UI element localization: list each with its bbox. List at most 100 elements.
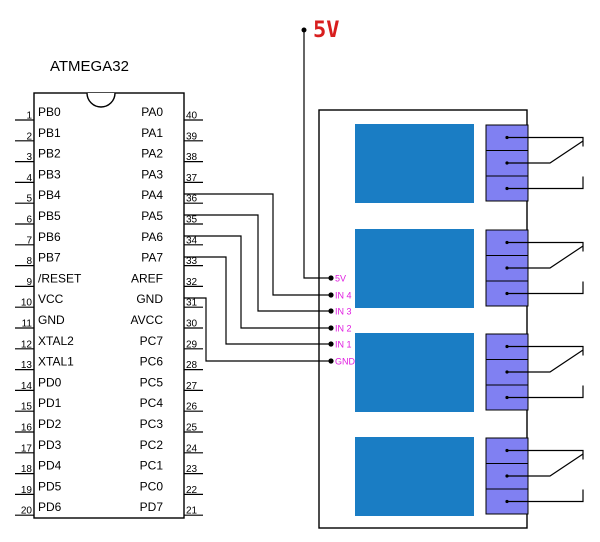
- pin-number: 9: [26, 277, 32, 288]
- pin-name: PC3: [140, 417, 164, 431]
- pin-name: PD7: [140, 500, 164, 514]
- supply-label: 5V: [313, 18, 340, 43]
- pin-name: PC1: [140, 459, 164, 473]
- relay-coil-block: [355, 124, 474, 203]
- pin-name: PD6: [38, 500, 62, 514]
- pin-number: 7: [26, 235, 32, 246]
- pin-name: PD3: [38, 438, 62, 452]
- pin-name: PC0: [140, 479, 164, 493]
- wire-pa7-in1: [184, 256, 331, 345]
- relay-switch-arm: [507, 140, 584, 164]
- relay-blocks: [355, 124, 584, 516]
- pin-name: PB1: [38, 126, 61, 140]
- relay-coil-block: [355, 229, 474, 308]
- pin-number: 39: [186, 131, 198, 142]
- relay-coil-block: [355, 437, 474, 516]
- pin-number: 13: [21, 360, 33, 371]
- pin-number: 17: [21, 443, 33, 454]
- pin-number: 26: [186, 402, 198, 413]
- pin-number: 15: [21, 402, 33, 413]
- module-input-label: IN 4: [335, 291, 352, 301]
- pin-name: PA6: [141, 230, 163, 244]
- pin-name: AREF: [131, 271, 163, 285]
- pin-name: PB0: [38, 105, 61, 119]
- pin-number: 21: [186, 506, 198, 517]
- signal-wires: [184, 193, 331, 362]
- pin-name: PA3: [141, 167, 163, 181]
- wire-pa4-in4: [184, 193, 331, 296]
- module-input-label: GND: [335, 357, 356, 367]
- pin-number: 23: [186, 464, 198, 475]
- input-node: [328, 358, 334, 364]
- pin-name: VCC: [38, 292, 64, 306]
- pin-number: 2: [26, 131, 32, 142]
- module-input-label: IN 3: [335, 307, 352, 317]
- pin-number: 24: [186, 443, 198, 454]
- pin-name: PC7: [140, 334, 164, 348]
- relay-no-contact: [507, 176, 584, 190]
- relay-module: 5V IN 4 IN 3 IN 2 IN 1 GND: [318, 109, 584, 529]
- pin-number: 5: [26, 194, 32, 205]
- relay-channel: [355, 229, 584, 308]
- pin-name: GND: [136, 292, 163, 306]
- relay-channel: [355, 333, 584, 412]
- pin-name: PB7: [38, 251, 61, 265]
- pin-name: PC4: [140, 396, 164, 410]
- pin-name: PA4: [141, 188, 163, 202]
- pin-number: 37: [186, 173, 198, 184]
- relay-nc-contact: [507, 449, 584, 460]
- pin-name: PD1: [38, 396, 62, 410]
- pin-name: PB5: [38, 209, 61, 223]
- pin-name: PB2: [38, 147, 61, 161]
- pin-name: PC6: [140, 355, 164, 369]
- relay-channel: [355, 124, 584, 203]
- wire-pa6-in2: [184, 235, 331, 329]
- module-input-label: 5V: [335, 274, 346, 284]
- pin-number: 11: [22, 319, 33, 330]
- module-input-label: IN 2: [335, 324, 352, 334]
- pin-number: 33: [186, 256, 198, 267]
- pin-name: PD5: [38, 479, 62, 493]
- pin-number: 18: [21, 464, 33, 475]
- wire-gnd-gnd: [184, 297, 331, 362]
- chip-body: [33, 92, 185, 519]
- pin-number: 32: [186, 277, 198, 288]
- pin-number: 8: [26, 256, 32, 267]
- relay-switch-arm: [507, 453, 584, 477]
- pin-number: 4: [26, 173, 32, 184]
- pin-number: 25: [186, 423, 198, 434]
- pin-name: PC5: [140, 375, 164, 389]
- module-input-label: IN 1: [335, 340, 352, 350]
- pin-name: AVCC: [131, 313, 164, 327]
- pin-name: XTAL1: [38, 355, 74, 369]
- pin-number: 22: [186, 485, 198, 496]
- pin-number: 12: [21, 339, 33, 350]
- pin-number: 1: [26, 111, 32, 122]
- module-input-header: 5V IN 4 IN 3 IN 2 IN 1 GND: [319, 274, 356, 367]
- input-node: [328, 308, 334, 314]
- pin-name: PA0: [141, 105, 163, 119]
- pin-number: 20: [21, 506, 33, 517]
- pin-number: 27: [186, 381, 198, 392]
- relay-switch-arm: [507, 245, 584, 269]
- relay-switch-arm: [507, 349, 584, 373]
- pin-name: PD0: [38, 375, 62, 389]
- relay-coil-block: [355, 333, 474, 412]
- relay-no-contact: [507, 489, 584, 503]
- pin-number: 35: [186, 215, 198, 226]
- chip-notch: [86, 92, 116, 108]
- pin-number: 29: [186, 339, 198, 350]
- pin-number: 34: [186, 235, 198, 246]
- pin-number: 10: [21, 298, 33, 309]
- pin-number: 38: [186, 152, 198, 163]
- pin-name: PA7: [141, 251, 163, 265]
- pin-name: GND: [38, 313, 65, 327]
- input-node: [328, 325, 334, 331]
- pin-number: 16: [21, 423, 33, 434]
- input-node: [328, 292, 334, 298]
- pin-number: 3: [26, 152, 32, 163]
- pin-number: 28: [186, 360, 198, 371]
- pin-number: 30: [186, 319, 198, 330]
